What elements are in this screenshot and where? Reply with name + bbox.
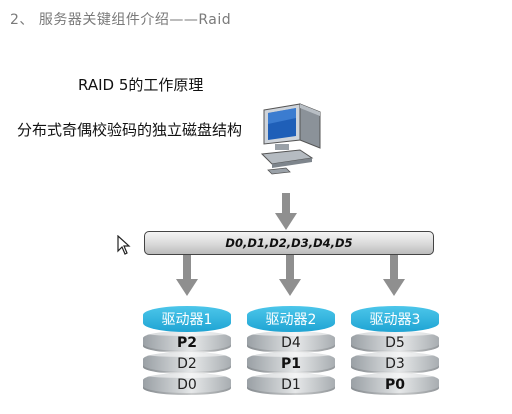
data-block: D0 [143,372,231,395]
parity-block: P1 [247,351,335,374]
drive-1: 驱动器1 P2 D2 D0 [143,306,231,395]
data-block: D1 [247,372,335,395]
data-bus: D0,D1,D2,D3,D4,D5 [144,231,434,255]
arrow-down-icon [275,193,297,230]
data-block: D2 [143,351,231,374]
bus-label: D0,D1,D2,D3,D4,D5 [225,236,353,250]
diagram-subtitle: 分布式奇偶校验码的独立磁盘结构 [17,121,243,139]
desktop-computer-icon [260,103,321,175]
parity-block: P2 [143,330,231,353]
drive-3: 驱动器3 D5 D3 P0 [351,306,439,395]
section-header: 2、 服务器关键组件介绍——Raid [10,12,232,28]
diagram-title: RAID 5的工作原理 [78,76,204,94]
arrow-down-icon [383,255,405,296]
mouse-pointer-icon [117,235,131,255]
drive-2: 驱动器2 D4 P1 D1 [247,306,335,395]
data-block: D4 [247,330,335,353]
parity-block: P0 [351,372,439,395]
arrow-down-icon [279,255,301,296]
drive-label: 驱动器1 [143,306,231,332]
data-block: D3 [351,351,439,374]
drive-label: 驱动器2 [247,306,335,332]
drive-label: 驱动器3 [351,306,439,332]
arrow-down-icon [176,255,198,296]
data-block: D5 [351,330,439,353]
